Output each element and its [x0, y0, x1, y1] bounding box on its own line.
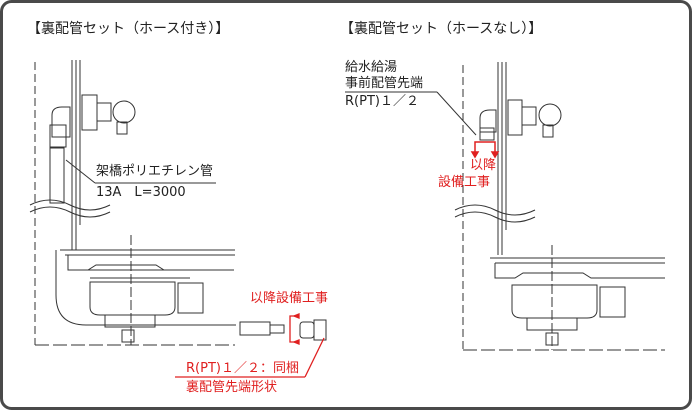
left-title: 【裏配管セット（ホース付き）】	[27, 21, 230, 37]
pipe-label-2: 事前配管先端	[345, 76, 424, 91]
right-work-label-1: 以降	[470, 158, 497, 173]
shape-label: 裏配管先端形状	[186, 380, 278, 395]
hose-label: 架橋ポリエチレン管	[96, 164, 214, 179]
pipe-label-1: 給水給湯	[345, 60, 398, 75]
right-red-marks	[470, 141, 500, 159]
left-red-marks	[175, 313, 325, 378]
hose-spec: 13A L=3000	[96, 185, 186, 200]
right-work-label-2: 設備工事	[438, 175, 491, 190]
right-title: 【裏配管セット（ホースなし）】	[340, 21, 543, 37]
thread-label: R(PT)１／２：同梱	[186, 361, 299, 376]
left-work-label: 以降設備工事	[250, 291, 329, 306]
left-drawing	[29, 60, 327, 346]
right-drawing	[345, 62, 665, 351]
pipe-label-3: R(PT)１／２	[345, 94, 419, 109]
